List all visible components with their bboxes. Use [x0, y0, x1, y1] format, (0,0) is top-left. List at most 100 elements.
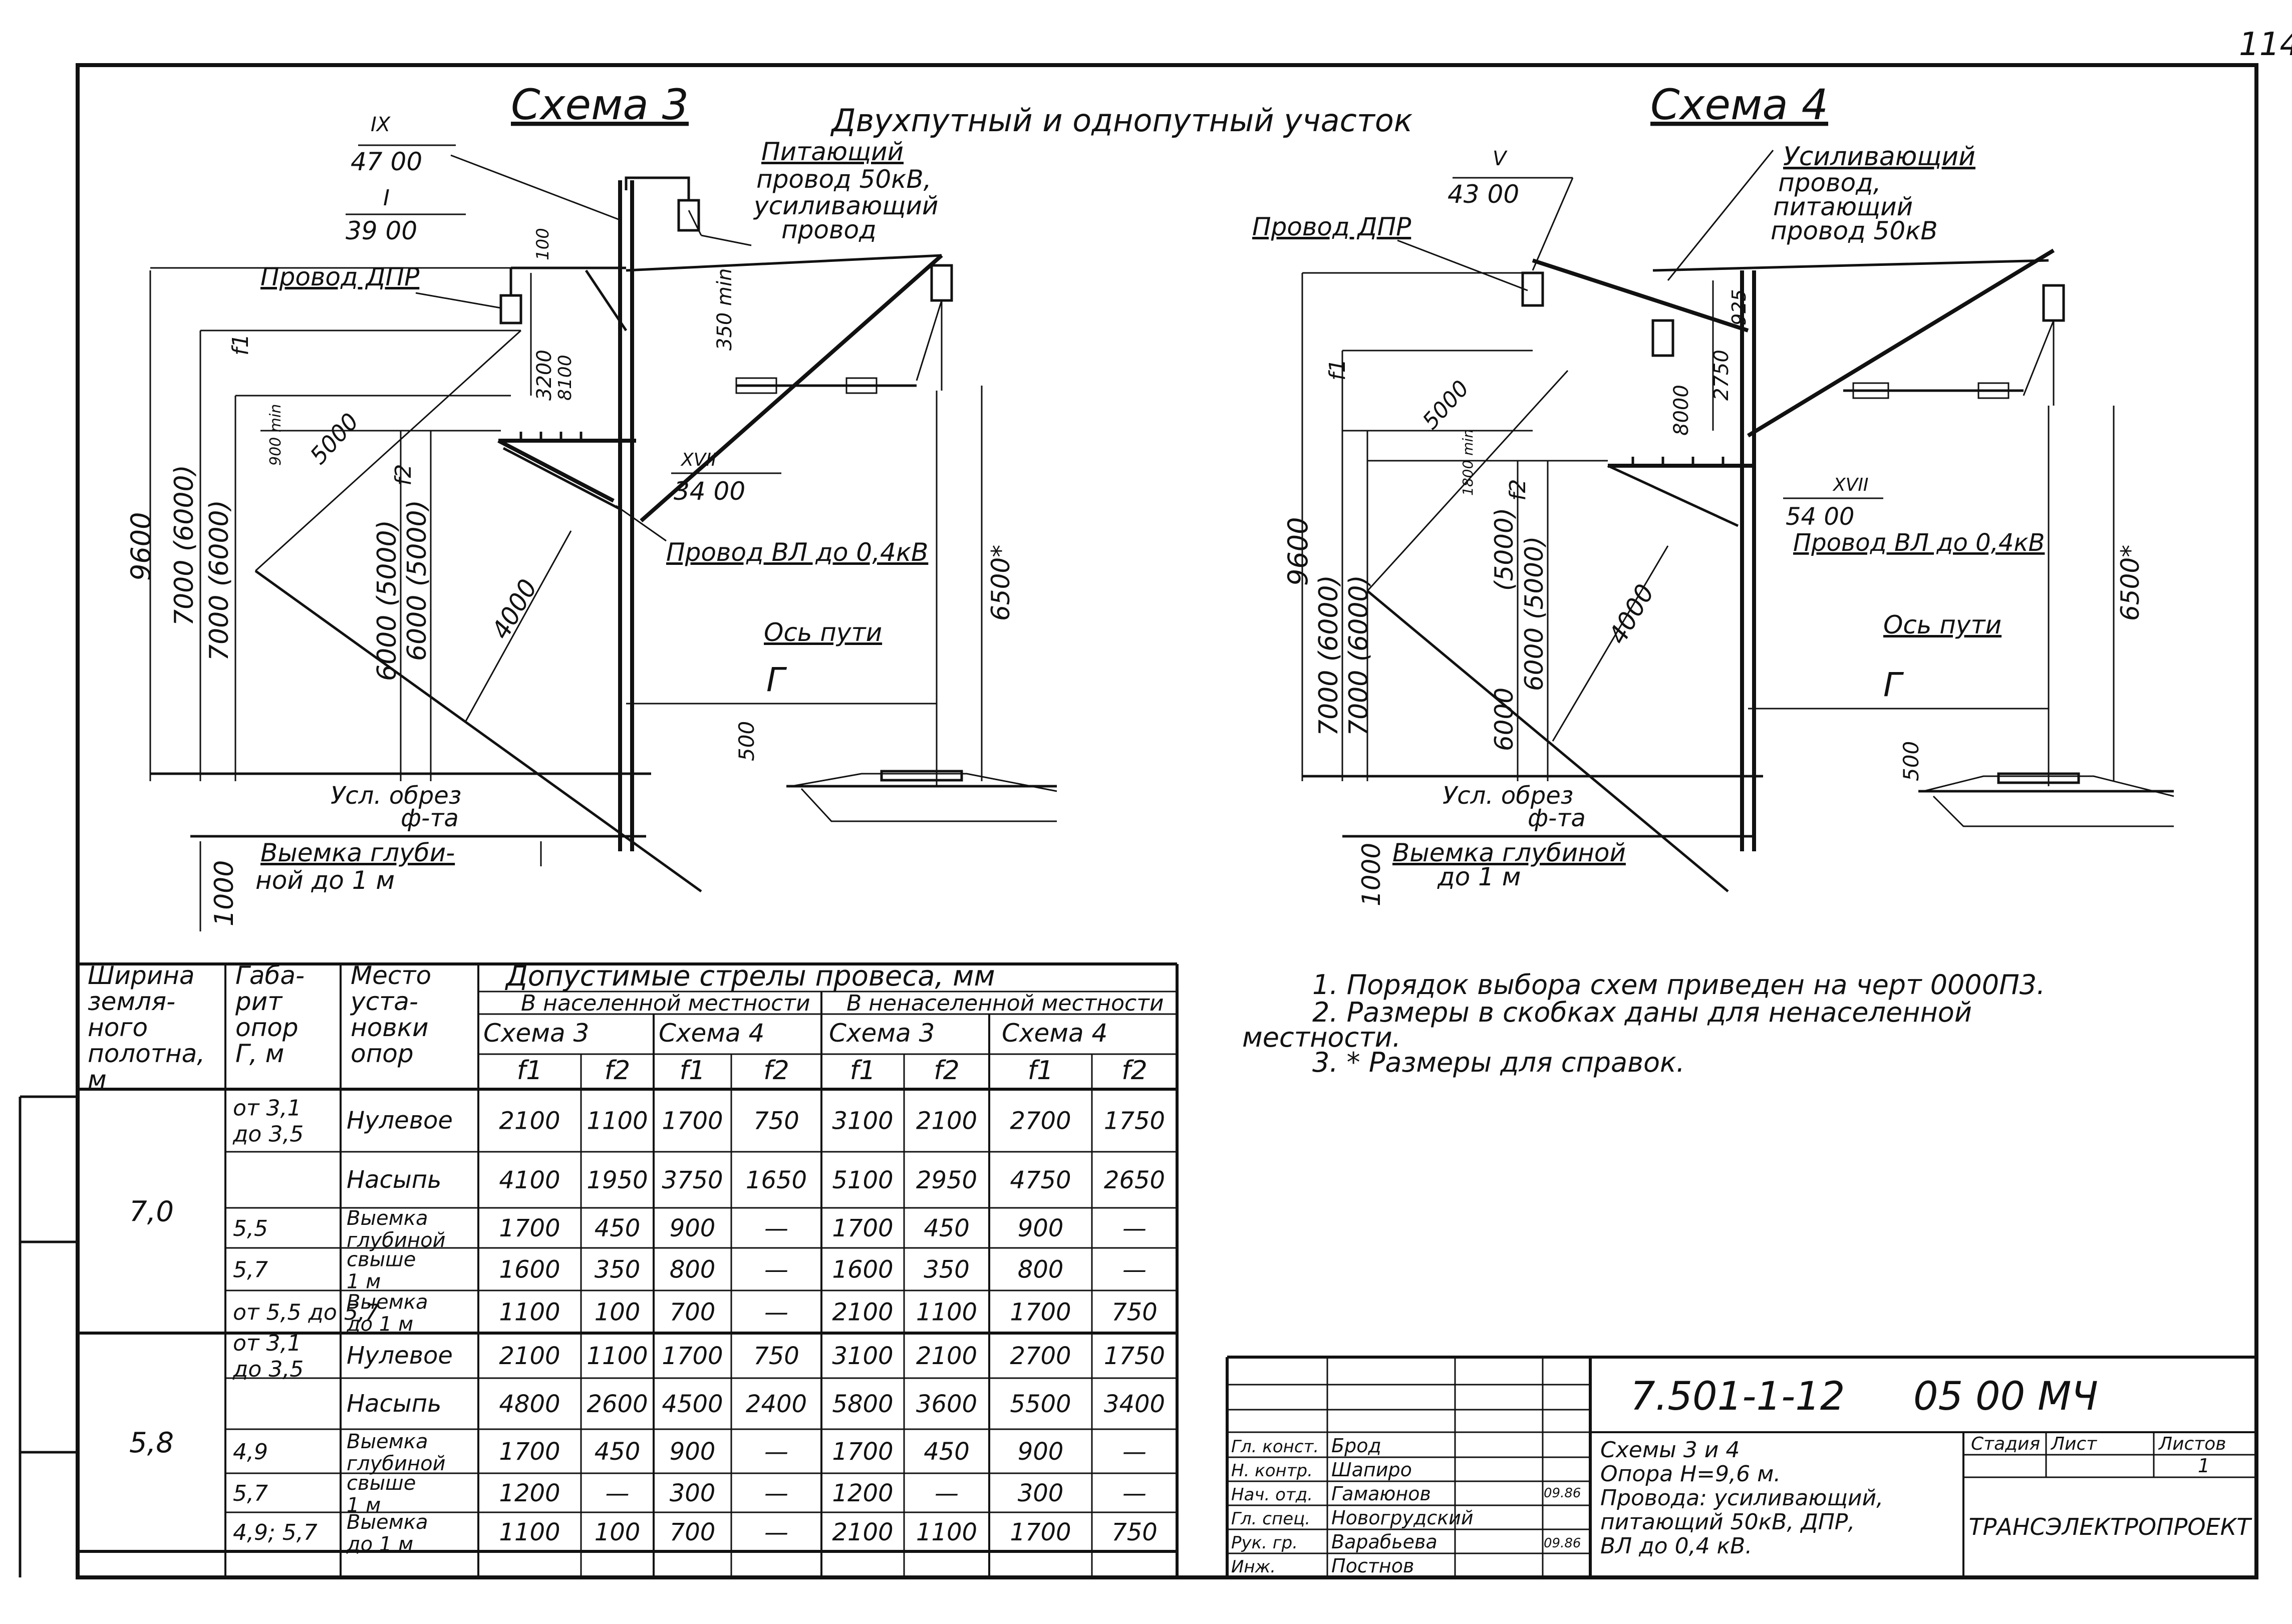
desc-1: Опора Н=9,6 м.: [1600, 1461, 1781, 1487]
place-1-4-0: Выемка: [347, 1511, 428, 1534]
dim-f1: f1: [228, 334, 253, 356]
value-1-2-4: 1700: [832, 1438, 893, 1466]
value-1-2-3: —: [764, 1438, 788, 1466]
sheets-value: 1: [2198, 1455, 2210, 1477]
value-1-2-1: 450: [595, 1438, 641, 1466]
scheme-3-title: Схема 3: [511, 80, 689, 129]
value-0-1-3: 1650: [746, 1166, 807, 1194]
cut-label-2-4: до 1 м: [1437, 862, 1521, 891]
level-ix-roman: IX: [371, 113, 391, 136]
value-1-1-3: 2400: [746, 1390, 807, 1418]
value-0-0-0: 2100: [499, 1107, 560, 1135]
pole-3: [497, 176, 953, 851]
sag-table: Шириназемля-ногополотна,мГаба-ритопорГ, …: [78, 960, 1179, 1577]
header-s3-unpop: Схема 3: [829, 1019, 935, 1048]
place-0-1-0: Насыпь: [347, 1166, 441, 1194]
dim-2750: 2750: [1710, 350, 1733, 401]
feeder-label-3: усиливающий: [753, 191, 938, 220]
value-1-4-0: 1100: [499, 1518, 560, 1546]
header-f1-2: f1: [680, 1056, 705, 1086]
dim-7000-6000-b: 7000 (6000): [204, 500, 234, 661]
dim-6000-5000-b: 6000 (5000): [402, 500, 432, 661]
role-4: Рук. гр.: [1231, 1533, 1298, 1553]
cut-label-1-4: Выемка глубиной: [1392, 838, 1626, 867]
name-5: Постнов: [1331, 1555, 1414, 1577]
gabarit-0-0-0: от 3,1: [233, 1096, 302, 1121]
value-1-1-7: 3400: [1104, 1390, 1165, 1418]
value-1-0-0: 2100: [499, 1342, 560, 1370]
name-4: Варабьева: [1331, 1531, 1438, 1553]
header-place-2: новки: [351, 1013, 428, 1042]
width-1: 5,8: [129, 1427, 174, 1459]
value-1-1-1: 2600: [587, 1390, 648, 1418]
value-0-1-0: 4100: [499, 1166, 560, 1194]
value-1-2-0: 1700: [499, 1438, 560, 1466]
place-1-1-0: Насыпь: [347, 1390, 441, 1418]
place-1-3-0: свыше: [347, 1472, 416, 1495]
header-gabarit-1: рит: [235, 987, 283, 1016]
value-0-1-1: 1950: [587, 1166, 648, 1194]
header-place-0: Место: [351, 961, 431, 990]
value-0-1-6: 4750: [1010, 1166, 1071, 1194]
value-0-0-5: 2100: [916, 1107, 977, 1135]
header-main: Допустимые стрелы провеса, мм: [504, 960, 995, 993]
reinforcing-2: провод,: [1778, 168, 1881, 197]
dim-100: 100: [533, 228, 553, 260]
place-0-3-0: свыше: [347, 1248, 416, 1271]
header-width-3: полотна,: [88, 1039, 205, 1068]
sheet-label: Лист: [2050, 1434, 2097, 1454]
width-0: 7,0: [129, 1196, 174, 1228]
level-ix: 47 00: [351, 147, 422, 176]
note-1: 1. Порядок выбора схем приведен на черт …: [1312, 969, 2045, 1001]
header-place-3: опор: [351, 1039, 414, 1068]
note-2-cont: местности.: [1242, 1022, 1401, 1053]
place-1-0-0: Нулевое: [347, 1342, 453, 1370]
header-f1-4: f1: [850, 1056, 876, 1086]
value-0-1-7: 2650: [1104, 1166, 1165, 1194]
date-1: 09.86: [1544, 1486, 1581, 1501]
reinforcing-4: провод 50кВ: [1771, 216, 1938, 245]
level-i: 39 00: [346, 216, 417, 245]
value-0-2-7: —: [1122, 1214, 1147, 1242]
place-1-2-1: глубиной: [347, 1452, 446, 1475]
value-1-3-2: 300: [670, 1479, 716, 1507]
value-0-0-2: 1700: [662, 1107, 723, 1135]
dim-1000: 1000: [209, 860, 239, 926]
value-1-4-6: 1700: [1010, 1518, 1071, 1546]
place-0-2-0: Выемка: [347, 1207, 428, 1230]
value-1-0-4: 3100: [832, 1342, 893, 1370]
header-gabarit-2: опор: [235, 1013, 299, 1042]
value-0-4-4: 2100: [832, 1298, 893, 1327]
value-0-0-6: 2700: [1010, 1107, 1071, 1135]
dim-500: 500: [734, 721, 759, 761]
dpr-wire-label: Провод ДПР: [260, 262, 420, 291]
cut-label-2: ной до 1 м: [255, 866, 395, 895]
gabarit-0-0-1: до 3,5: [232, 1122, 304, 1147]
value-1-1-0: 4800: [499, 1390, 560, 1418]
dim-5000: 5000: [305, 408, 364, 469]
foundation-2: ф-та: [401, 804, 459, 832]
value-1-3-1: —: [606, 1479, 630, 1507]
value-1-1-2: 4500: [662, 1390, 723, 1418]
date-2: 09.86: [1544, 1536, 1581, 1551]
cut-label-1: Выемка глуби-: [260, 838, 455, 867]
slope-3: [254, 569, 702, 893]
dim-900min: 900 min: [267, 404, 284, 466]
level-xvii: 34 00: [674, 477, 745, 506]
dim-4000-4: 4000: [1603, 579, 1660, 649]
pole-4: [1521, 248, 2065, 851]
value-0-4-1: 100: [595, 1298, 641, 1327]
value-1-1-6: 5500: [1010, 1390, 1071, 1418]
note-3: 3. * Размеры для справок.: [1312, 1047, 1685, 1078]
value-0-3-3: —: [764, 1256, 788, 1284]
value-0-1-5: 2950: [916, 1166, 977, 1194]
value-1-3-5: —: [935, 1479, 959, 1507]
dim-500-4: 500: [1899, 741, 1923, 781]
dim-7000-6000-b-4: 7000 (6000): [1344, 575, 1374, 736]
value-0-4-5: 1100: [916, 1298, 977, 1327]
place-0-0-0: Нулевое: [347, 1107, 453, 1135]
role-5: Инж.: [1231, 1557, 1276, 1577]
gabarit-1-0-0: от 3,1: [233, 1331, 302, 1356]
dim-3200: 3200: [533, 350, 556, 401]
scheme-4-title: Схема 4: [1650, 80, 1828, 129]
